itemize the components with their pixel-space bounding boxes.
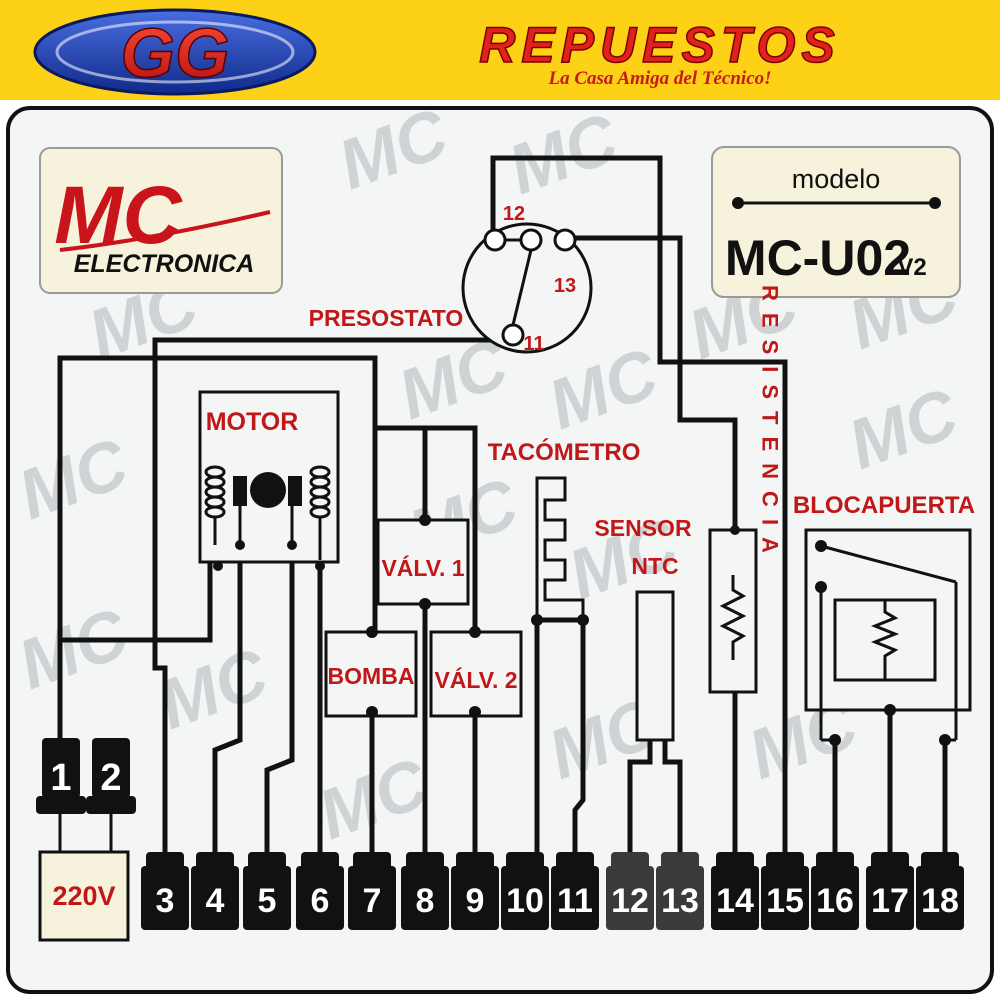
- ntc-sensor-body: [635, 590, 675, 742]
- terminal-5-label: 5: [258, 882, 277, 920]
- presostato: 12 13 11 PRESOSTATO: [309, 203, 593, 355]
- terminal-14: 14: [711, 852, 759, 930]
- door-lock-label: BLOCAPUERTA: [793, 492, 975, 519]
- door-lock: BLOCAPUERTA: [793, 492, 975, 746]
- terminal-10: 10: [501, 852, 549, 930]
- ntc-sensor-label-2: NTC: [631, 553, 678, 579]
- model-version: V2: [897, 254, 926, 281]
- mc-logo-letters: MC: [54, 170, 183, 261]
- terminal-2-label: 2: [100, 757, 121, 799]
- model-code: MC-U02: [725, 230, 911, 286]
- terminal-13: 13: [656, 852, 704, 930]
- brand-title: REPUESTOS: [479, 17, 841, 73]
- presostato-body: [461, 222, 593, 354]
- terminal-7-label: 7: [363, 882, 382, 920]
- terminal-6: 6: [296, 852, 344, 930]
- terminal-6-label: 6: [311, 882, 330, 920]
- terminal-8: 8: [401, 852, 449, 930]
- gg-logo-letters: GG: [121, 14, 230, 92]
- terminal-3: 3: [141, 852, 189, 930]
- presostato-label: PRESOSTATO: [309, 305, 464, 331]
- supply-label: 220V: [52, 881, 115, 911]
- terminal-4-label: 4: [206, 882, 225, 920]
- tachometer-coil: [535, 476, 585, 620]
- terminal-16-label: 16: [816, 882, 854, 920]
- model-caption: modelo: [792, 164, 881, 194]
- brand-tagline: La Casa Amiga del Técnico!: [547, 68, 771, 89]
- terminal-7: 7: [348, 852, 396, 930]
- motor-label: MOTOR: [206, 408, 299, 436]
- terminal-12: 12: [606, 852, 654, 930]
- gg-logo: GG: [33, 8, 317, 96]
- motor-rotor: [250, 472, 286, 508]
- terminal-15-label: 15: [766, 882, 804, 920]
- motor: MOTOR: [198, 390, 340, 571]
- ntc-sensor: SENSOR NTC: [594, 515, 692, 742]
- terminal-1: 1: [36, 738, 86, 814]
- terminal-18: 18: [916, 852, 964, 930]
- mc-logo-box: MC ELECTRONICA: [39, 147, 283, 294]
- valve-2-label: VÁLV. 2: [434, 666, 517, 693]
- presostato-pin-13: 13: [554, 275, 576, 297]
- terminal-3-label: 3: [156, 882, 175, 920]
- presostato-pin-11: 11: [523, 333, 544, 355]
- valve-1: VÁLV. 1: [376, 514, 470, 610]
- mc-logo-swoosh: [59, 210, 271, 252]
- heater-resistor-label: RESISTENCIA: [758, 285, 783, 565]
- terminal-13-label: 13: [661, 882, 699, 920]
- ntc-sensor-label-1: SENSOR: [594, 515, 692, 541]
- presostato-pin-12: 12: [503, 203, 525, 225]
- terminal-9-label: 9: [466, 882, 485, 920]
- mc-logo-name: ELECTRONICA: [74, 250, 255, 278]
- terminal-5: 5: [243, 852, 291, 930]
- terminal-16: 16: [811, 852, 859, 930]
- supply-box: 220V: [38, 850, 130, 942]
- terminal-8-label: 8: [416, 882, 435, 920]
- heater-resistor-symbol: [719, 575, 747, 660]
- terminal-17: 17: [866, 852, 914, 930]
- valve-1-label: VÁLV. 1: [381, 554, 464, 581]
- tachometer: TACÓMETRO: [488, 438, 641, 626]
- terminal-10-label: 10: [506, 882, 544, 920]
- tachometer-label: TACÓMETRO: [488, 438, 641, 466]
- terminal-9: 9: [451, 852, 499, 930]
- presostato-switch-arm: [511, 249, 533, 326]
- terminal-14-label: 14: [716, 882, 754, 920]
- heater-resistor: RESISTENCIA: [708, 285, 783, 694]
- terminal-4: 4: [191, 852, 239, 930]
- terminal-12-label: 12: [611, 882, 649, 920]
- diagram-panel: [6, 106, 994, 994]
- pump-label: BOMBA: [328, 663, 415, 689]
- pump: BOMBA: [324, 626, 418, 718]
- terminal-17-label: 17: [871, 882, 909, 920]
- terminal-11-label: 11: [557, 882, 593, 920]
- terminal-2: 2: [86, 738, 136, 814]
- terminal-11: 11: [551, 852, 599, 930]
- valve-2: VÁLV. 2: [429, 626, 523, 718]
- model-box: modelo MC-U02 V2: [711, 146, 961, 298]
- terminal-1-label: 1: [50, 757, 71, 799]
- terminal-15: 15: [761, 852, 809, 930]
- terminal-18-label: 18: [921, 882, 959, 920]
- wiring: [57, 155, 948, 852]
